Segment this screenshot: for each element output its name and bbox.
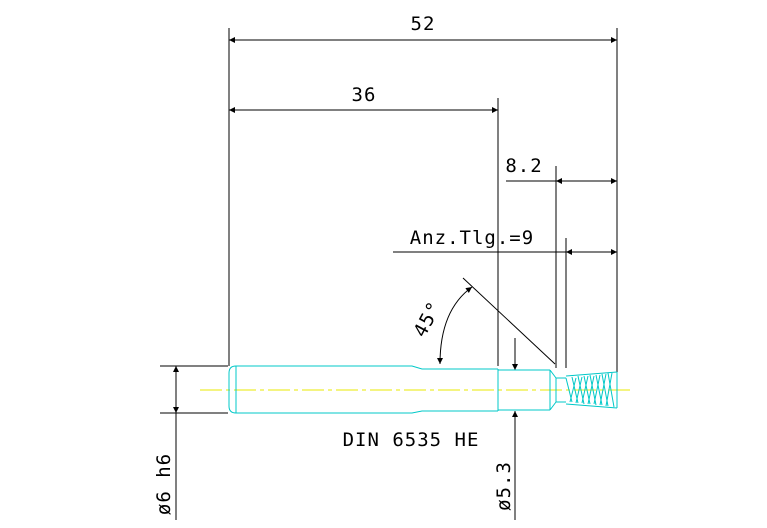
dimension-teeth-count: Anz.Tlg.=9 [393, 227, 617, 255]
dim-text-teeth: Anz.Tlg.=9 [410, 227, 534, 249]
dimension-tip-length: 8.2 [505, 155, 617, 184]
dim-text-neck-diameter: ø5.3 [493, 461, 515, 511]
dim-text-45: 45° [409, 298, 446, 341]
flute-lines [565, 372, 615, 408]
dimension-length-to-neck: 36 [229, 84, 498, 113]
dim-text-shank-diameter: ø6 h6 [153, 453, 175, 515]
tool-outline [228, 365, 618, 414]
dimension-chamfer-angle: 45° [409, 277, 556, 365]
extension-lines [160, 28, 618, 414]
dimension-neck-diameter: ø5.3 [493, 338, 518, 520]
dimension-shank-diameter: ø6 h6 [153, 366, 179, 520]
dim-text-52: 52 [411, 13, 436, 35]
dimension-overall-length: 52 [229, 13, 617, 43]
standard-label: DIN 6535 HE [343, 429, 480, 451]
dim-text-8-2: 8.2 [505, 155, 542, 177]
dim-text-36: 36 [352, 84, 377, 106]
